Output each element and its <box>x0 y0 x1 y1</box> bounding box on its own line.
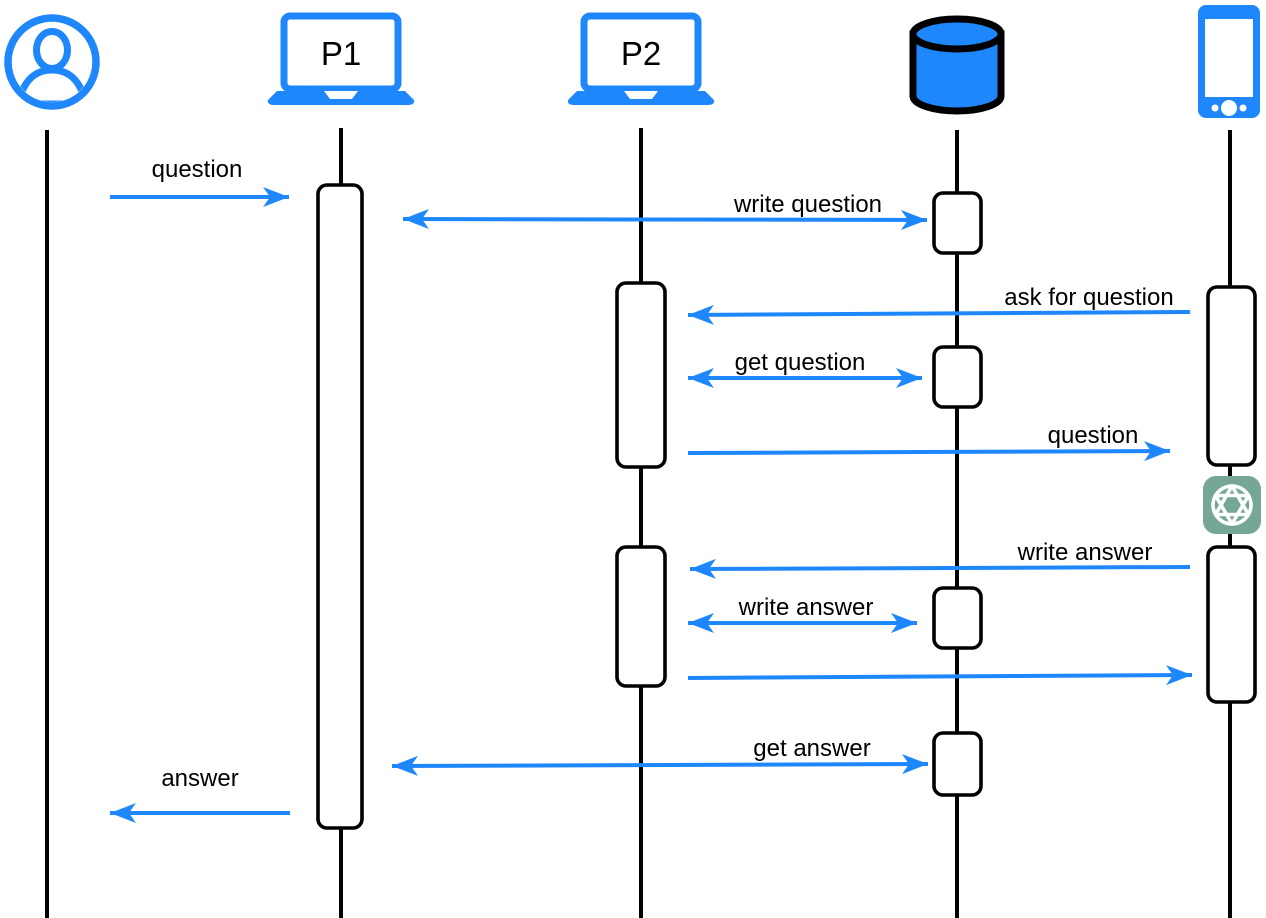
db-activation-4 <box>932 731 983 797</box>
message-label: write answer <box>1017 539 1153 566</box>
p2-activation-2 <box>615 545 667 688</box>
laptop-icon-p2: P2 <box>567 12 715 105</box>
message-arrow <box>687 665 1193 686</box>
message-arrow <box>687 304 1191 325</box>
message-arrow <box>687 441 1171 462</box>
message-label: question <box>152 156 243 183</box>
message-get-answer: get answer <box>391 735 929 776</box>
message-arrow <box>402 209 928 230</box>
message-label: get answer <box>753 735 870 762</box>
message-ask-for-question: ask for question <box>687 284 1191 325</box>
actor-label-p2: P2 <box>621 35 661 72</box>
laptop-icon-p1: P1 <box>267 12 415 105</box>
message-question-p2-phone: question <box>687 422 1171 462</box>
person-icon <box>4 14 100 110</box>
message-label: answer <box>161 765 238 792</box>
message-write-answer-p2-db: write answer <box>688 594 917 633</box>
mobile-icon <box>1198 5 1260 118</box>
db-activation-1 <box>932 191 983 255</box>
p2-activation-1 <box>615 281 667 469</box>
openai-knot-glyph <box>1211 484 1253 526</box>
message-label: get question <box>735 349 866 376</box>
message-label: ask for question <box>1004 284 1173 311</box>
actor-label-p1: P1 <box>321 35 361 72</box>
message-get-question: get question <box>688 349 922 388</box>
database-icon <box>909 15 1005 115</box>
openai-icon <box>1203 476 1261 534</box>
message-write-question: write question <box>402 191 928 230</box>
message-arrow <box>391 754 929 776</box>
message-write-answer-phone-p2: write answer <box>689 539 1191 579</box>
p1-activation <box>316 183 364 830</box>
phone-activation-1 <box>1206 285 1257 467</box>
message-label: write answer <box>738 594 874 621</box>
message-answer: answer <box>110 765 290 823</box>
message-unlabeled-p2-phone <box>687 665 1193 686</box>
message-arrow <box>689 558 1191 579</box>
phone-activation-2 <box>1206 545 1257 704</box>
db-activation-3 <box>932 586 983 650</box>
message-question-user-p1: question <box>110 156 289 207</box>
message-label: write question <box>733 191 882 218</box>
db-activation-2 <box>932 345 983 409</box>
message-label: question <box>1048 422 1139 449</box>
